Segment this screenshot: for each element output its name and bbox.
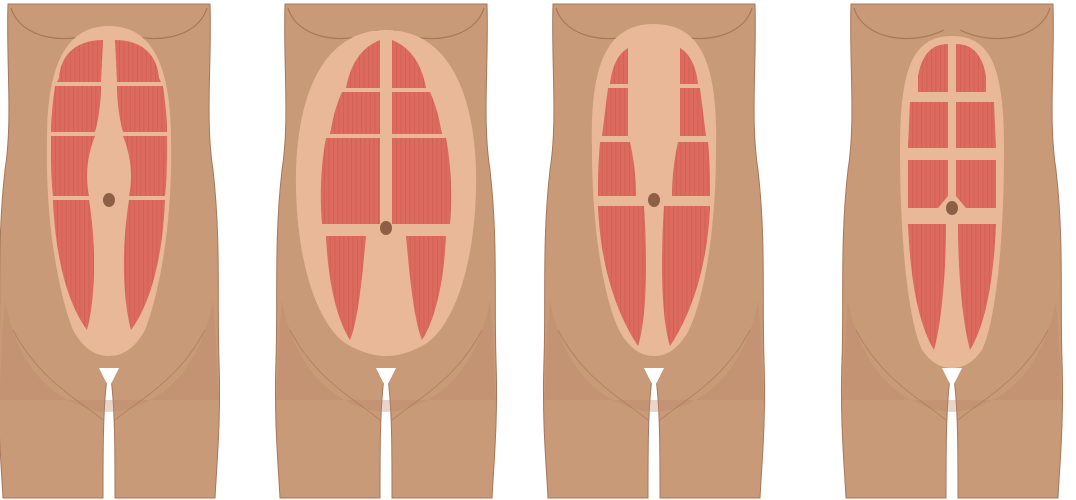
torso-figure-1 <box>0 4 220 498</box>
muscle-segment-5 <box>908 160 948 210</box>
torso-figure-2 <box>275 4 496 498</box>
muscle-segment-5 <box>598 142 636 198</box>
muscle-segment-5 <box>320 138 380 226</box>
muscle-segment-6 <box>672 142 710 198</box>
muscle-segment-3 <box>51 86 101 134</box>
muscle-segment-4 <box>117 86 167 134</box>
muscle-segment-6 <box>392 138 451 226</box>
navel-icon <box>648 193 660 207</box>
torso-figure-3 <box>543 4 764 498</box>
navel-icon <box>946 201 958 215</box>
torso-figure-4 <box>841 4 1062 498</box>
muscle-segment-6 <box>956 160 996 210</box>
muscle-segment-4 <box>956 102 996 150</box>
muscle-segment-3 <box>908 102 948 150</box>
navel-icon <box>103 193 115 207</box>
navel-icon <box>380 221 392 235</box>
